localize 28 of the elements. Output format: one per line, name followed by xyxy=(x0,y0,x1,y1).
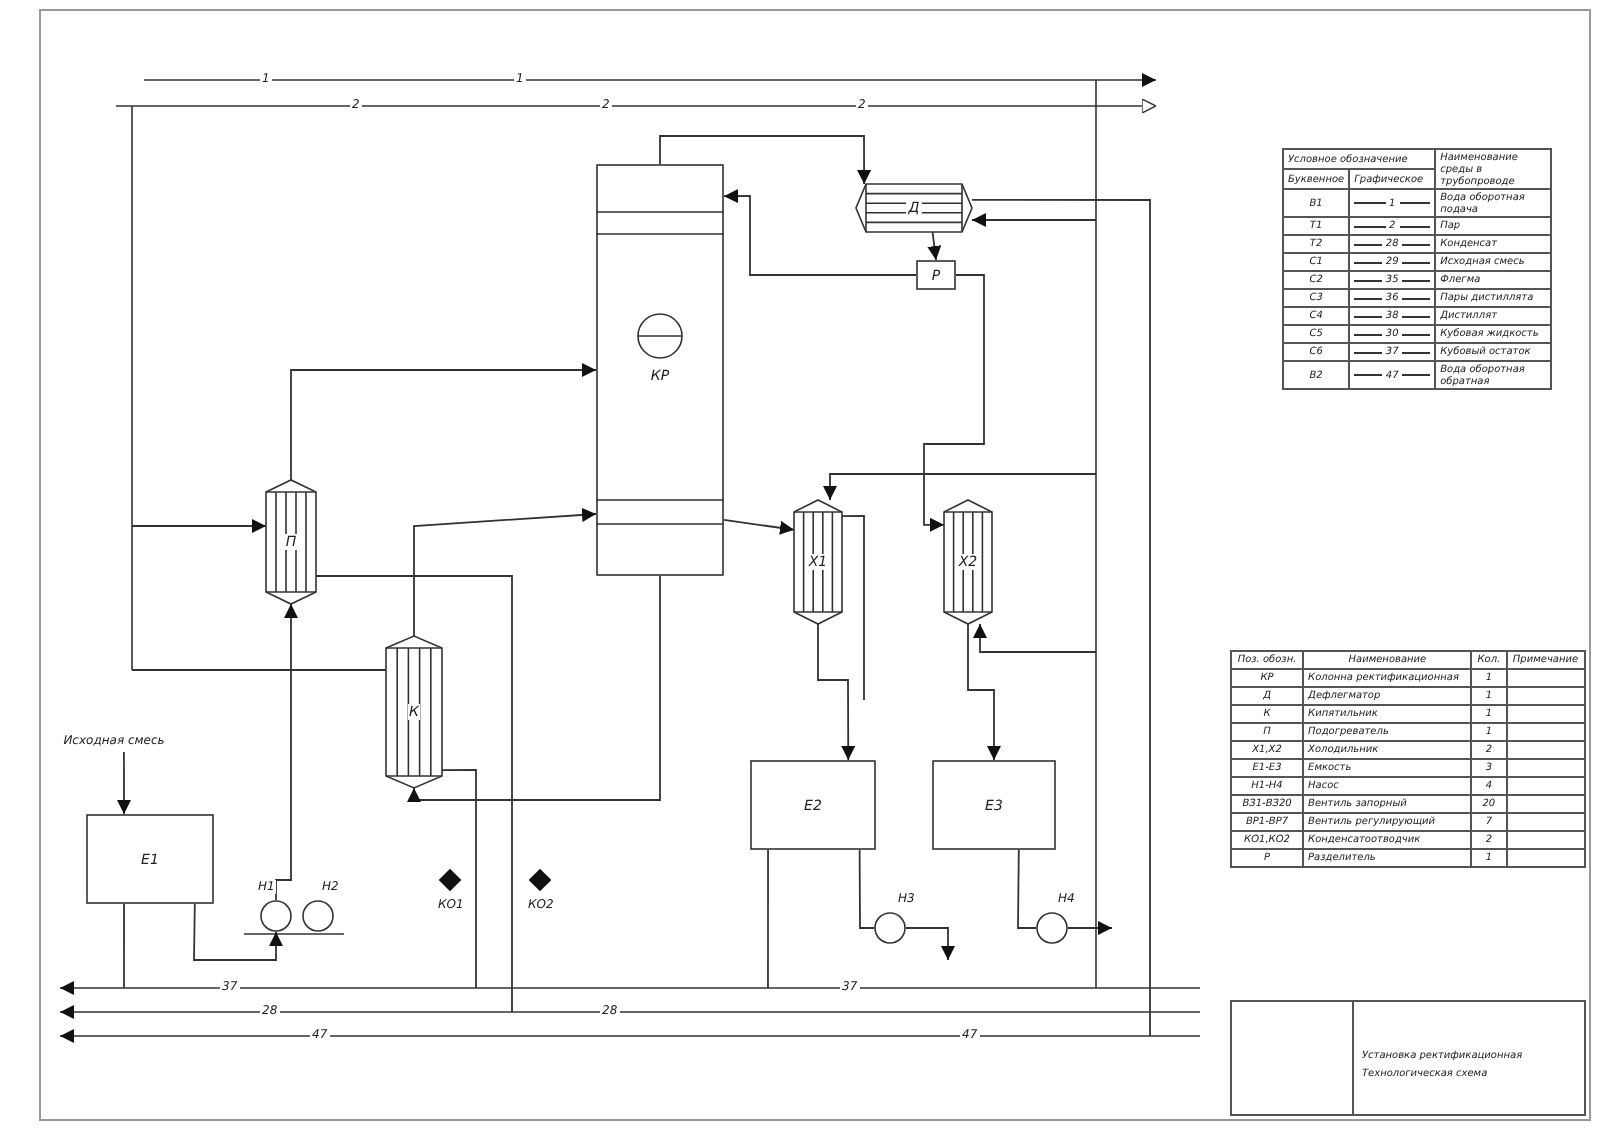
process-line xyxy=(659,135,872,185)
process-line xyxy=(971,198,1151,1037)
process-line xyxy=(1017,849,1037,929)
process-line xyxy=(290,363,597,481)
process-line xyxy=(823,473,1097,501)
process-line xyxy=(275,603,298,901)
process-line xyxy=(767,849,769,989)
process-line xyxy=(123,903,125,989)
process-line xyxy=(927,231,942,261)
process-line xyxy=(723,519,795,535)
process-line xyxy=(841,515,865,701)
process-line xyxy=(407,575,661,802)
process-line xyxy=(131,669,387,671)
process-line xyxy=(117,751,131,815)
process-line xyxy=(817,623,856,761)
process-line xyxy=(1067,921,1113,935)
process-line xyxy=(413,507,597,637)
process-line xyxy=(971,213,1097,227)
process-line xyxy=(441,769,477,989)
process-line xyxy=(967,623,1001,761)
process-line xyxy=(131,519,267,533)
process-line xyxy=(723,189,917,276)
process-line xyxy=(973,623,1097,653)
process-line xyxy=(858,849,875,929)
process-line xyxy=(315,575,513,1013)
process-line xyxy=(193,903,283,961)
process-line xyxy=(905,927,955,961)
process-line xyxy=(923,274,985,532)
